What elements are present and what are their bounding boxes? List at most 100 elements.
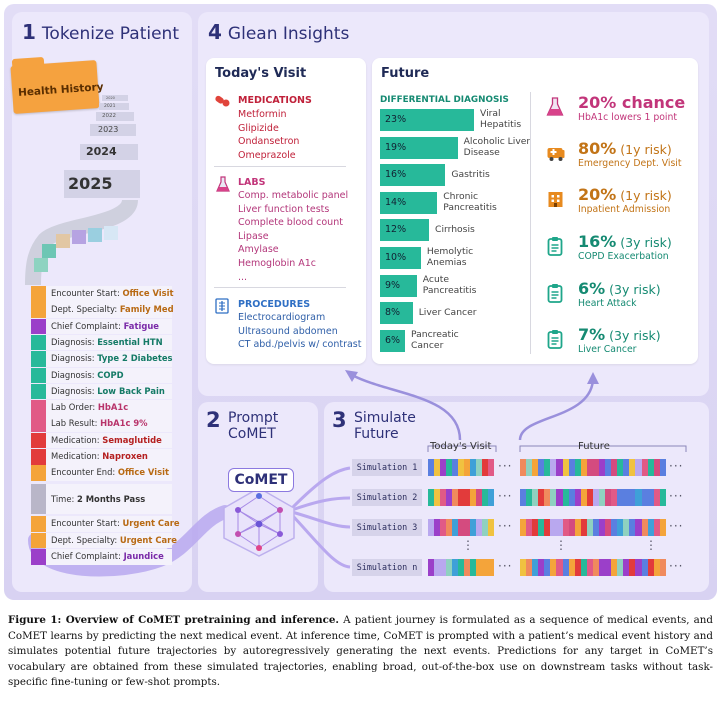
simulation-label: Simulation 2	[352, 489, 422, 506]
diagnosis-bar: 12%	[380, 219, 430, 242]
procedures-list: Electrocardiogram Ultrasound abdomen CT …	[238, 312, 362, 351]
future-token-strip	[520, 459, 666, 476]
diagnosis-label: Chronic Pancreatitis	[443, 190, 497, 213]
event-token: Time: 2 Months Pass	[31, 483, 172, 514]
ellipsis: ···	[669, 459, 684, 473]
flask-icon	[546, 97, 564, 116]
ambulance-icon	[547, 148, 565, 161]
diagnosis-bar: 6%	[380, 329, 405, 352]
event-color-swatch	[31, 383, 46, 400]
diagnosis-bar: 9%	[380, 274, 417, 297]
risk-label: Heart Attack	[578, 298, 637, 309]
event-token: Encounter Start: Urgent Care	[31, 516, 180, 532]
todays-visit-card	[206, 58, 366, 364]
event-color-swatch	[31, 351, 46, 367]
todays-visit-token-strip	[428, 459, 494, 476]
future-token-strip	[520, 489, 666, 506]
clipboard-icon	[547, 284, 563, 303]
sim-future-label: Future	[578, 441, 610, 452]
event-token: Lab Order: HbA1c	[31, 400, 172, 416]
event-color-swatch	[31, 302, 46, 318]
year-label-current: 2025	[68, 174, 113, 193]
event-color-swatch	[31, 286, 46, 302]
diagnosis-label: Viral Hepatitis	[480, 108, 522, 130]
ellipsis: ···	[498, 489, 513, 503]
diagnosis-bar: 14%	[380, 191, 438, 214]
todays-visit-token-strip	[428, 489, 494, 506]
diagnosis-label: Hemolytic Anemias	[426, 246, 474, 268]
risk-value: 6% (3y risk)	[578, 279, 661, 298]
event-token: Diagnosis: COPD	[31, 367, 172, 383]
event-token: Encounter End: Office Visit	[31, 465, 172, 481]
event-color-swatch	[31, 334, 46, 351]
year-label: 2021	[104, 104, 116, 109]
diagnosis-bar: 8%	[380, 302, 413, 325]
diagnosis-label: Alcoholic Liver Disease	[463, 135, 531, 158]
procedures-heading: PROCEDURES	[238, 299, 311, 310]
medications-heading: MEDICATIONS	[238, 95, 312, 106]
risk-label: Liver Cancer	[578, 344, 637, 355]
event-color-swatch	[31, 516, 46, 532]
event-token: Dept. Specialty: Urgent Care	[31, 532, 177, 549]
event-color-swatch	[31, 432, 46, 449]
diagnosis-label: Gastritis	[451, 169, 490, 181]
future-token-strip	[520, 559, 666, 576]
comet-network-icon	[223, 487, 295, 557]
ellipsis: ···	[669, 519, 684, 533]
simulation-label: Simulation n	[352, 559, 422, 576]
risk-label: COPD Exacerbation	[578, 251, 669, 262]
event-token: Chief Complaint: Jaundice	[31, 549, 172, 565]
section-number: 1	[22, 20, 36, 44]
event-token: Medication: Naproxen	[31, 449, 172, 465]
diagnosis-bar: 10%	[380, 247, 421, 269]
event-color-swatch	[31, 367, 46, 383]
simulate-title: 3	[332, 408, 347, 432]
ellipsis: ···	[669, 489, 684, 503]
prompt-title-text: Prompt CoMET	[228, 410, 279, 442]
event-color-swatch	[31, 400, 46, 416]
risk-value: 7% (3y risk)	[578, 325, 661, 344]
simulation-label: Simulation 3	[352, 519, 422, 536]
vertical-ellipsis: ⋮	[555, 538, 568, 552]
todays-visit-token-strip	[428, 559, 494, 576]
clipboard-icon	[547, 330, 563, 349]
event-color-swatch	[31, 318, 46, 335]
prompt-title: 2	[206, 408, 221, 432]
labs-heading: LABS	[238, 177, 266, 188]
risk-label: HbA1c lowers 1 point	[578, 112, 678, 123]
ellipsis: ···	[669, 559, 684, 573]
year-label: 2024	[86, 145, 117, 158]
event-token: Lab Result: HbA1c 9%	[31, 416, 172, 432]
vertical-ellipsis: ⋮	[462, 538, 475, 552]
ellipsis: ···	[498, 519, 513, 533]
todays-visit-token-strip	[428, 519, 494, 536]
xray-icon	[215, 298, 229, 314]
vertical-ellipsis: ⋮	[645, 538, 658, 552]
year-label: 2023	[98, 125, 119, 134]
risk-label: Emergency Dept. Visit	[578, 158, 682, 169]
divider	[214, 166, 346, 167]
diagnosis-bar: 19%	[380, 136, 458, 159]
risk-value: 20% (1y risk)	[578, 185, 672, 204]
event-color-swatch	[31, 465, 46, 481]
year-label: 2022	[102, 113, 116, 119]
comet-label: CoMET	[228, 468, 294, 492]
medications-list: Metformin Glipizide Ondansetron Omeprazo…	[238, 109, 300, 161]
diagnosis-label: Pancreatic Cancer	[411, 328, 459, 351]
pill-icon	[215, 95, 230, 107]
hospital-icon	[548, 192, 563, 207]
event-color-swatch	[31, 449, 46, 465]
event-token: Medication: Semaglutide	[31, 432, 172, 449]
diagnosis-bar: 23%	[380, 109, 474, 131]
risk-value: 16% (3y risk)	[578, 232, 672, 251]
diagnosis-label: Acute Pancreatitis	[422, 273, 477, 296]
simulate-title-text: Simulate Future	[354, 410, 416, 442]
event-token: Diagnosis: Type 2 Diabetes	[31, 351, 173, 367]
divider-vertical	[530, 92, 531, 354]
divider	[214, 287, 346, 288]
labs-list: Comp. metabolic panel Liver function tes…	[238, 190, 349, 283]
ellipsis: ···	[498, 559, 513, 573]
todays-visit-title: Today's Visit	[215, 66, 307, 81]
event-color-swatch	[31, 483, 46, 514]
